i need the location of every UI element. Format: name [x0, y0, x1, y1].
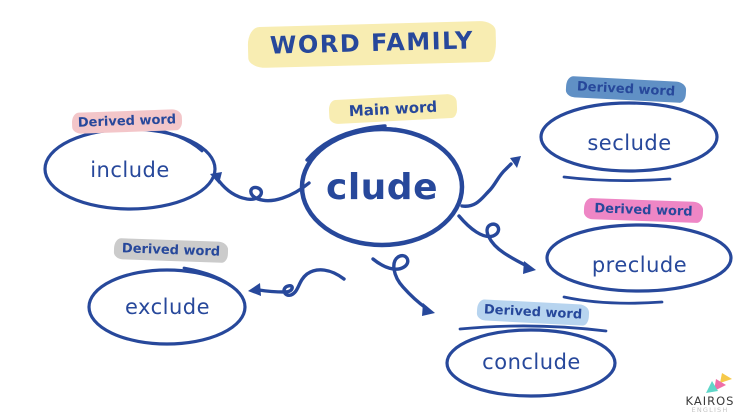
arrow-to-exclude-icon	[248, 268, 346, 297]
derived-word-preclude: preclude	[591, 253, 688, 277]
derived-word-chip-preclude: Derived word	[583, 197, 704, 224]
derived-word-chip-exclude: Derived word	[113, 238, 229, 263]
derived-word-exclude: exclude	[124, 295, 211, 319]
chip-label: Derived word	[594, 201, 693, 220]
derived-word-include: include	[90, 157, 170, 182]
logo-triangles-icon	[706, 372, 732, 393]
derived-word-chip-include: Derived word	[71, 109, 183, 134]
derived-word-node-conclude: conclude	[444, 323, 619, 401]
main-word-oval-icon	[299, 124, 465, 248]
kairos-logo: KAIROS ENGLISH	[682, 371, 738, 414]
arrow-to-conclude-icon	[371, 254, 435, 316]
derived-word-node-include: include	[42, 125, 218, 212]
chip-label: Derived word	[576, 79, 676, 100]
chip-label: Derived word	[483, 302, 583, 323]
conclude-oval-icon	[445, 324, 617, 398]
logo-subtitle: ENGLISH	[691, 405, 729, 414]
arrow-to-preclude-icon	[457, 214, 536, 274]
arrow-to-include-icon	[210, 172, 311, 203]
exclude-oval-icon	[87, 266, 247, 346]
chip-label: Derived word	[77, 112, 177, 131]
derived-word-node-preclude: preclude	[544, 223, 735, 307]
chip-label: Derived word	[121, 241, 221, 260]
derived-word-node-exclude: exclude	[86, 266, 249, 348]
preclude-oval-icon	[545, 223, 733, 305]
arrow-to-seclude-icon	[460, 156, 521, 208]
logo-name: KAIROS	[685, 393, 735, 408]
main-word-chip-label: Main word	[348, 97, 438, 121]
derived-word-node-seclude: seclude	[538, 101, 721, 185]
main-word-node: clude	[297, 124, 467, 250]
main-word: clude	[326, 166, 438, 208]
seclude-oval-icon	[539, 101, 719, 182]
derived-word-seclude: seclude	[587, 131, 672, 155]
derived-word-conclude: conclude	[482, 350, 581, 374]
